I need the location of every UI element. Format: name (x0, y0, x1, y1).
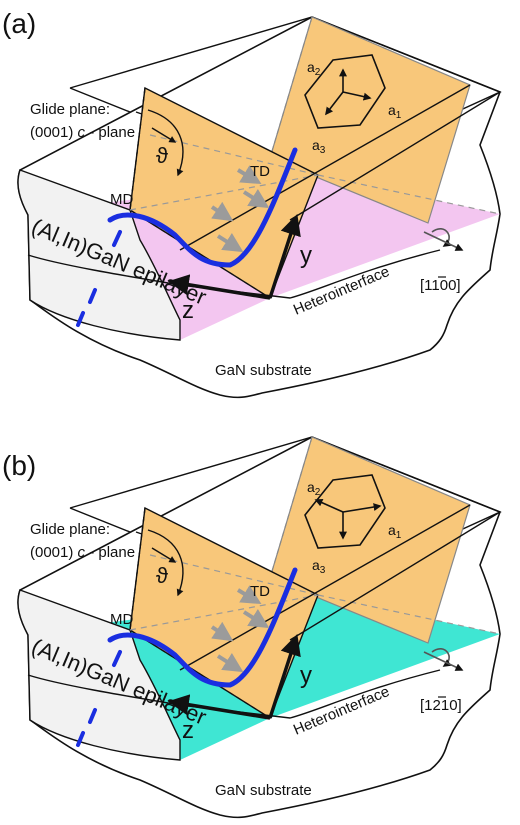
lattice-a1-label: a1 (388, 102, 402, 121)
rotation-arrow-icon (431, 228, 452, 247)
y-axis-label: y (300, 662, 312, 689)
direction-label: [1210] (420, 697, 462, 714)
dislocation-line (107, 147, 298, 268)
md-label: MD (110, 191, 133, 208)
y-axis-arrow (268, 214, 301, 299)
dislocation-line (107, 567, 298, 688)
glide-plane-title: Glide plane: (30, 101, 110, 118)
rear-glide-plane (269, 436, 471, 644)
y-axis-label: y (300, 242, 312, 269)
lattice-a3-label: a3 (312, 137, 326, 156)
theta-label: ϑ (156, 143, 168, 168)
z-axis-label: z (182, 297, 194, 324)
hexagon-icon (304, 474, 386, 549)
glide-plane-desc: (0001) c - plane (30, 124, 135, 141)
td-label: TD (250, 583, 270, 600)
panel-a: (a) (2, 8, 502, 399)
glide-plane-desc: (0001) c - plane (30, 544, 135, 561)
y-axis-arrow (268, 634, 301, 719)
substrate-label: GaN substrate (215, 782, 312, 799)
epilayer-face (17, 589, 181, 761)
force-arrows (210, 585, 270, 673)
panel-b: (b) y z ϑ Glide plane: (0001 (2, 436, 502, 819)
lattice-a2-label: a2 (307, 479, 321, 498)
md-label: MD (110, 611, 133, 628)
epilayer-face (17, 169, 181, 341)
z-axis-arrow (167, 274, 271, 300)
rotation-arrow-icon (431, 648, 452, 667)
substrate-label: GaN substrate (215, 362, 312, 379)
direction-label: [1100] (420, 277, 461, 294)
rear-glide-plane (269, 16, 471, 224)
theta-label: ϑ (156, 563, 168, 588)
force-arrows (210, 165, 270, 253)
hexagon-icon (304, 54, 386, 129)
panel-label: (b) (2, 450, 36, 481)
lattice-a3-label: a3 (312, 557, 326, 576)
panel-label: (a) (2, 8, 36, 39)
lattice-a2-label: a2 (307, 59, 321, 78)
td-label: TD (250, 163, 270, 180)
lattice-a1-label: a1 (388, 522, 402, 541)
glide-plane-title: Glide plane: (30, 521, 110, 538)
z-axis-label: z (182, 717, 194, 744)
z-axis-arrow (167, 694, 271, 720)
